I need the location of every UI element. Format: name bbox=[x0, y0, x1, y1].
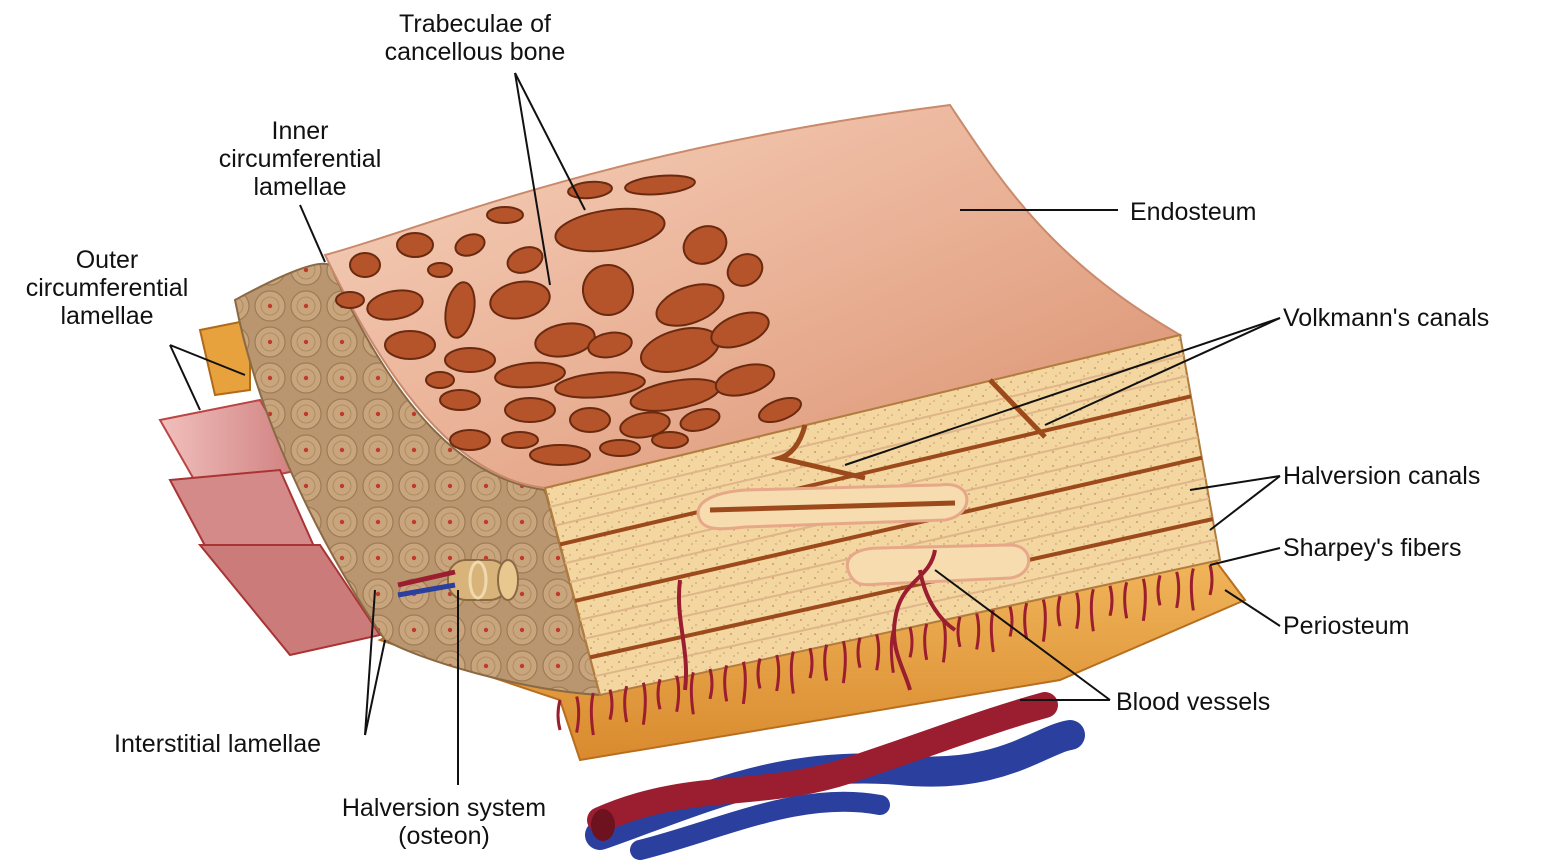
label-trabeculae: Trabeculae of cancellous bone bbox=[385, 10, 566, 66]
trabecular-space bbox=[505, 398, 555, 422]
trabecular-space bbox=[397, 233, 433, 257]
trabecular-space bbox=[385, 331, 435, 359]
trabecular-space bbox=[487, 207, 523, 223]
label-halversion-system: Halversion system (osteon) bbox=[342, 794, 546, 850]
label-inner-line3: lamellae bbox=[219, 173, 382, 201]
sharpey-fiber bbox=[558, 700, 560, 730]
label-inner-line1: Inner bbox=[219, 117, 382, 145]
label-trabeculae-line1: Trabeculae of bbox=[385, 10, 566, 38]
trabecular-space bbox=[428, 263, 452, 277]
label-halversion-system-line1: Halversion system bbox=[342, 794, 546, 822]
trabecular-space bbox=[450, 430, 490, 450]
label-halversion-canals: Halversion canals bbox=[1283, 462, 1480, 490]
label-inner-circumferential-lamellae: Inner circumferential lamellae bbox=[219, 117, 382, 201]
label-endosteum: Endosteum bbox=[1130, 198, 1256, 226]
label-halversion-system-line2: (osteon) bbox=[342, 822, 546, 850]
label-volkmanns-canals: Volkmann's canals bbox=[1283, 304, 1489, 332]
label-blood-vessels: Blood vessels bbox=[1116, 688, 1270, 716]
trabecular-space bbox=[440, 390, 480, 410]
label-trabeculae-line2: cancellous bone bbox=[385, 38, 566, 66]
label-periosteum: Periosteum bbox=[1283, 612, 1409, 640]
label-interstitial-lamellae: Interstitial lamellae bbox=[114, 730, 321, 758]
label-outer-line1: Outer bbox=[26, 246, 189, 274]
trabecular-space bbox=[350, 253, 380, 277]
label-outer-line2: circumferential bbox=[26, 274, 189, 302]
trabecular-space bbox=[652, 432, 688, 448]
trabecular-space bbox=[426, 372, 454, 388]
trabecular-space bbox=[600, 440, 640, 456]
label-outer-circumferential-lamellae: Outer circumferential lamellae bbox=[26, 246, 189, 330]
label-sharpeys-fibers: Sharpey's fibers bbox=[1283, 534, 1461, 562]
trabecular-space bbox=[570, 408, 610, 432]
label-inner-line2: circumferential bbox=[219, 145, 382, 173]
trabecular-space bbox=[502, 432, 538, 448]
label-outer-line3: lamellae bbox=[26, 302, 189, 330]
trabecular-space bbox=[336, 292, 364, 308]
trabecular-space bbox=[445, 348, 495, 372]
trabecular-space bbox=[530, 445, 590, 465]
